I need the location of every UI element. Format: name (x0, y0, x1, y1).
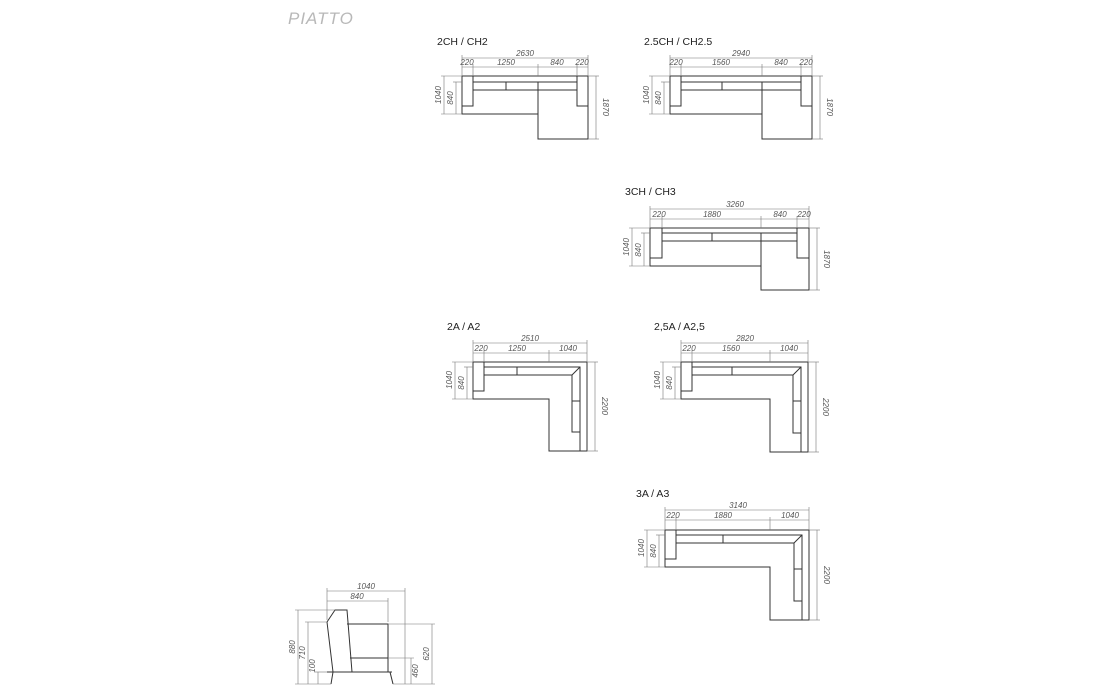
armrest-width-label: 220 (473, 344, 488, 353)
seat-depth-label: 840 (457, 376, 466, 390)
page-title: PIATTO (288, 9, 354, 28)
depth-label: 1040 (434, 86, 443, 104)
dimension-lines (660, 340, 819, 453)
seat-width-label: 1250 (508, 344, 526, 353)
seat-depth-label: 840 (649, 544, 658, 558)
model-label: 3A / A3 (636, 488, 669, 500)
sofa-diagram-3a: 3A / A3 3140 220 1880 (636, 488, 831, 621)
armrest-width-label: 220 (665, 511, 680, 520)
overall-depth-label: 1040 (357, 582, 375, 591)
seat-depth-label: 840 (654, 91, 663, 105)
model-label: 2,5A / A2,5 (654, 321, 705, 333)
armrest-width-label: 220 (459, 58, 474, 67)
total-width-label: 2510 (520, 334, 539, 343)
chaise-width-label: 840 (550, 58, 564, 67)
armrest-width-label: 220 (574, 58, 589, 67)
armrest-width-label: 220 (651, 210, 666, 219)
seat-depth-label: 840 (446, 91, 455, 105)
sofa-plan-drawing (649, 227, 810, 291)
total-width-label: 2820 (735, 334, 754, 343)
side-length-label: 2200 (600, 396, 609, 415)
dimension-lines (295, 588, 435, 685)
seat-width-label: 1560 (712, 58, 730, 67)
sofa-diagram-2a: 2A / A2 2510 220 1250 (445, 321, 609, 452)
sofa-side-view: 1040 840 880 710 100 460 620 (288, 582, 435, 685)
corner-width-label: 1040 (781, 511, 799, 520)
sofa-diagram-3ch: 3CH / CH3 3260 220 (622, 186, 831, 291)
depth-label: 1040 (445, 371, 454, 389)
seat-width-label: 1560 (722, 344, 740, 353)
sofa-plan-drawing (664, 529, 810, 621)
seat-width-label: 1880 (703, 210, 721, 219)
dimension-lines (649, 55, 823, 140)
seat-width-label: 1250 (497, 58, 515, 67)
chaise-length-label: 1870 (822, 250, 831, 268)
side-profile-drawing (326, 609, 394, 685)
sofa-diagram-2-5ch: 2.5CH / CH2.5 2940 (642, 36, 834, 140)
total-width-label: 2630 (515, 49, 534, 58)
depth-label: 1040 (622, 238, 631, 256)
seat-height-label: 460 (411, 664, 420, 678)
dimension-lines (644, 507, 820, 621)
total-width-label: 2940 (731, 49, 750, 58)
seat-depth-label: 840 (634, 243, 643, 257)
seat-depth-label: 840 (665, 376, 674, 390)
sofa-plan-drawing (680, 361, 809, 453)
model-label: 2A / A2 (447, 321, 480, 333)
armrest-width-label: 220 (798, 58, 813, 67)
sofa-plan-drawing (461, 75, 589, 140)
dimension-lines (441, 55, 599, 140)
sofa-plan-drawing (472, 361, 588, 452)
model-label: 2CH / CH2 (437, 36, 488, 48)
depth-label: 1040 (653, 371, 662, 389)
armrest-width-label: 220 (681, 344, 696, 353)
corner-width-label: 1040 (559, 344, 577, 353)
chaise-length-label: 1870 (601, 98, 610, 116)
leg-height-label: 100 (308, 659, 317, 673)
side-length-label: 2200 (821, 397, 830, 416)
total-width-label: 3260 (726, 200, 744, 209)
arm-height-label: 620 (422, 647, 431, 661)
armrest-width-label: 220 (668, 58, 683, 67)
overall-height-label: 880 (288, 640, 297, 654)
chaise-width-label: 840 (773, 210, 787, 219)
corner-width-label: 1040 (780, 344, 798, 353)
total-width-label: 3140 (729, 501, 747, 510)
sofa-plan-drawing (669, 75, 813, 140)
armrest-width-label: 220 (796, 210, 811, 219)
depth-label: 1040 (642, 86, 651, 104)
model-label: 2.5CH / CH2.5 (644, 36, 712, 48)
sofa-diagram-2-5a: 2,5A / A2,5 2820 220 (653, 321, 830, 453)
back-height-label: 710 (298, 646, 307, 660)
sofa-diagram-2ch: 2CH / CH2 26 (434, 36, 610, 140)
seat-depth-label: 840 (350, 592, 364, 601)
dimension-lines (452, 340, 598, 452)
depth-label: 1040 (637, 539, 646, 557)
model-label: 3CH / CH3 (625, 186, 676, 198)
dimension-lines (629, 206, 820, 291)
chaise-width-label: 840 (774, 58, 788, 67)
chaise-length-label: 1870 (825, 98, 834, 116)
seat-width-label: 1880 (714, 511, 732, 520)
side-length-label: 2200 (822, 565, 831, 584)
